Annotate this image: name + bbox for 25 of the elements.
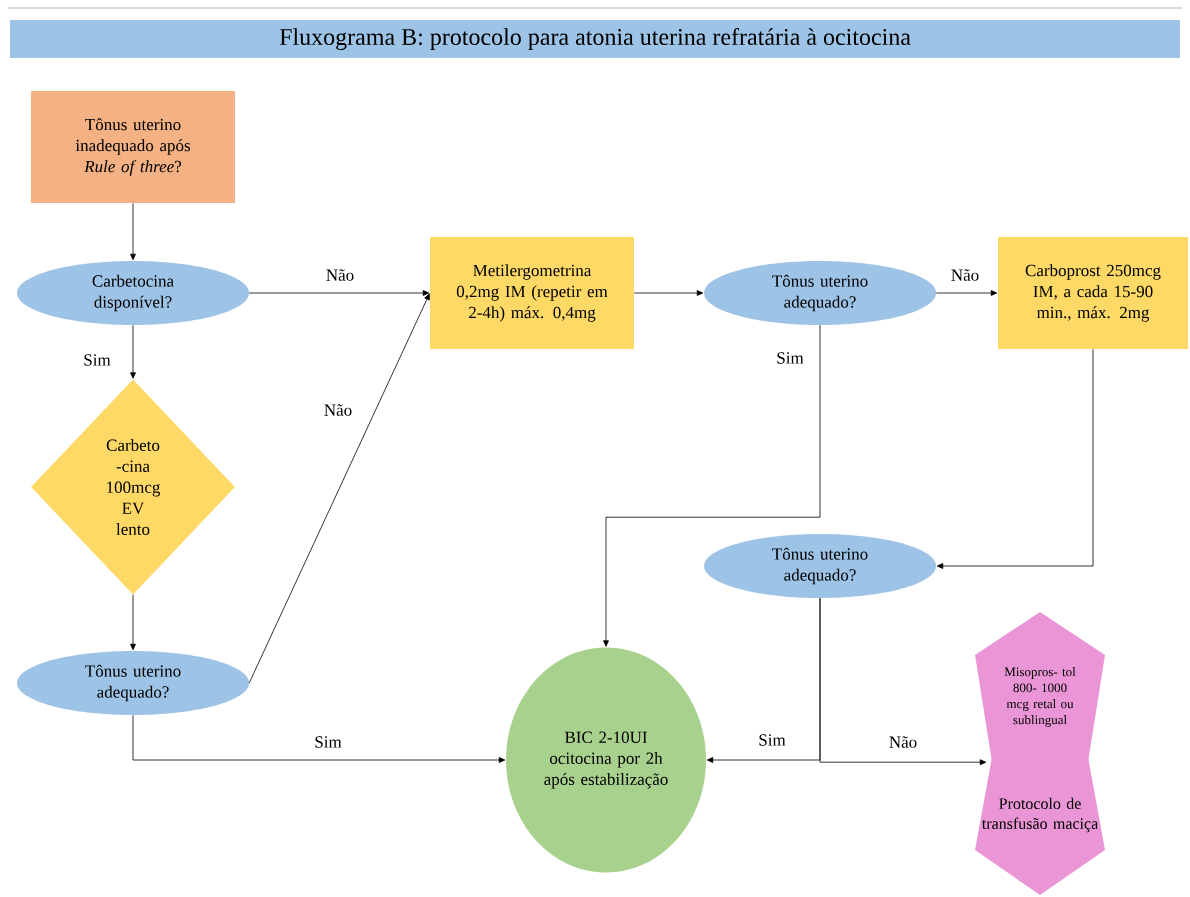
edge-label: Sim xyxy=(82,353,112,367)
edge-label: Não xyxy=(324,268,356,282)
arrow xyxy=(248,293,430,684)
process-box: Metilergometrina 0,2mg IM (repetir em 2-4h) máx. 0,4mg xyxy=(430,237,634,349)
edge-label: Não xyxy=(322,403,354,417)
edge-label: Sim xyxy=(757,733,787,747)
node-label: Misopros- tol 800- 1000 mcg retal ou sublingual xyxy=(1004,667,1076,727)
arrow xyxy=(130,202,136,261)
arrow xyxy=(936,348,1094,569)
arrow xyxy=(935,290,998,296)
edge-label: Sim xyxy=(775,351,805,365)
process-box: Carboprost 250mcg IM, a cada 15-90 min., máx. 2mg xyxy=(998,237,1188,349)
arrow xyxy=(130,324,136,379)
edge-label: Sim xyxy=(313,735,343,749)
arrow xyxy=(132,714,506,763)
node-label: Protocolo de transfusão maciça xyxy=(981,797,1098,833)
arrow xyxy=(633,290,704,296)
edge-label: Não xyxy=(887,735,919,749)
process-box: Tônus uterino inadequado após Rule of three? xyxy=(31,91,235,203)
arrow xyxy=(130,594,136,651)
arrow xyxy=(819,597,987,766)
arrow xyxy=(248,290,430,296)
edge-label: Não xyxy=(949,268,981,282)
arrow xyxy=(603,324,821,647)
title-banner: Fluxograma B: protocolo para atonia uterina refratária à ocitocina xyxy=(10,20,1180,58)
